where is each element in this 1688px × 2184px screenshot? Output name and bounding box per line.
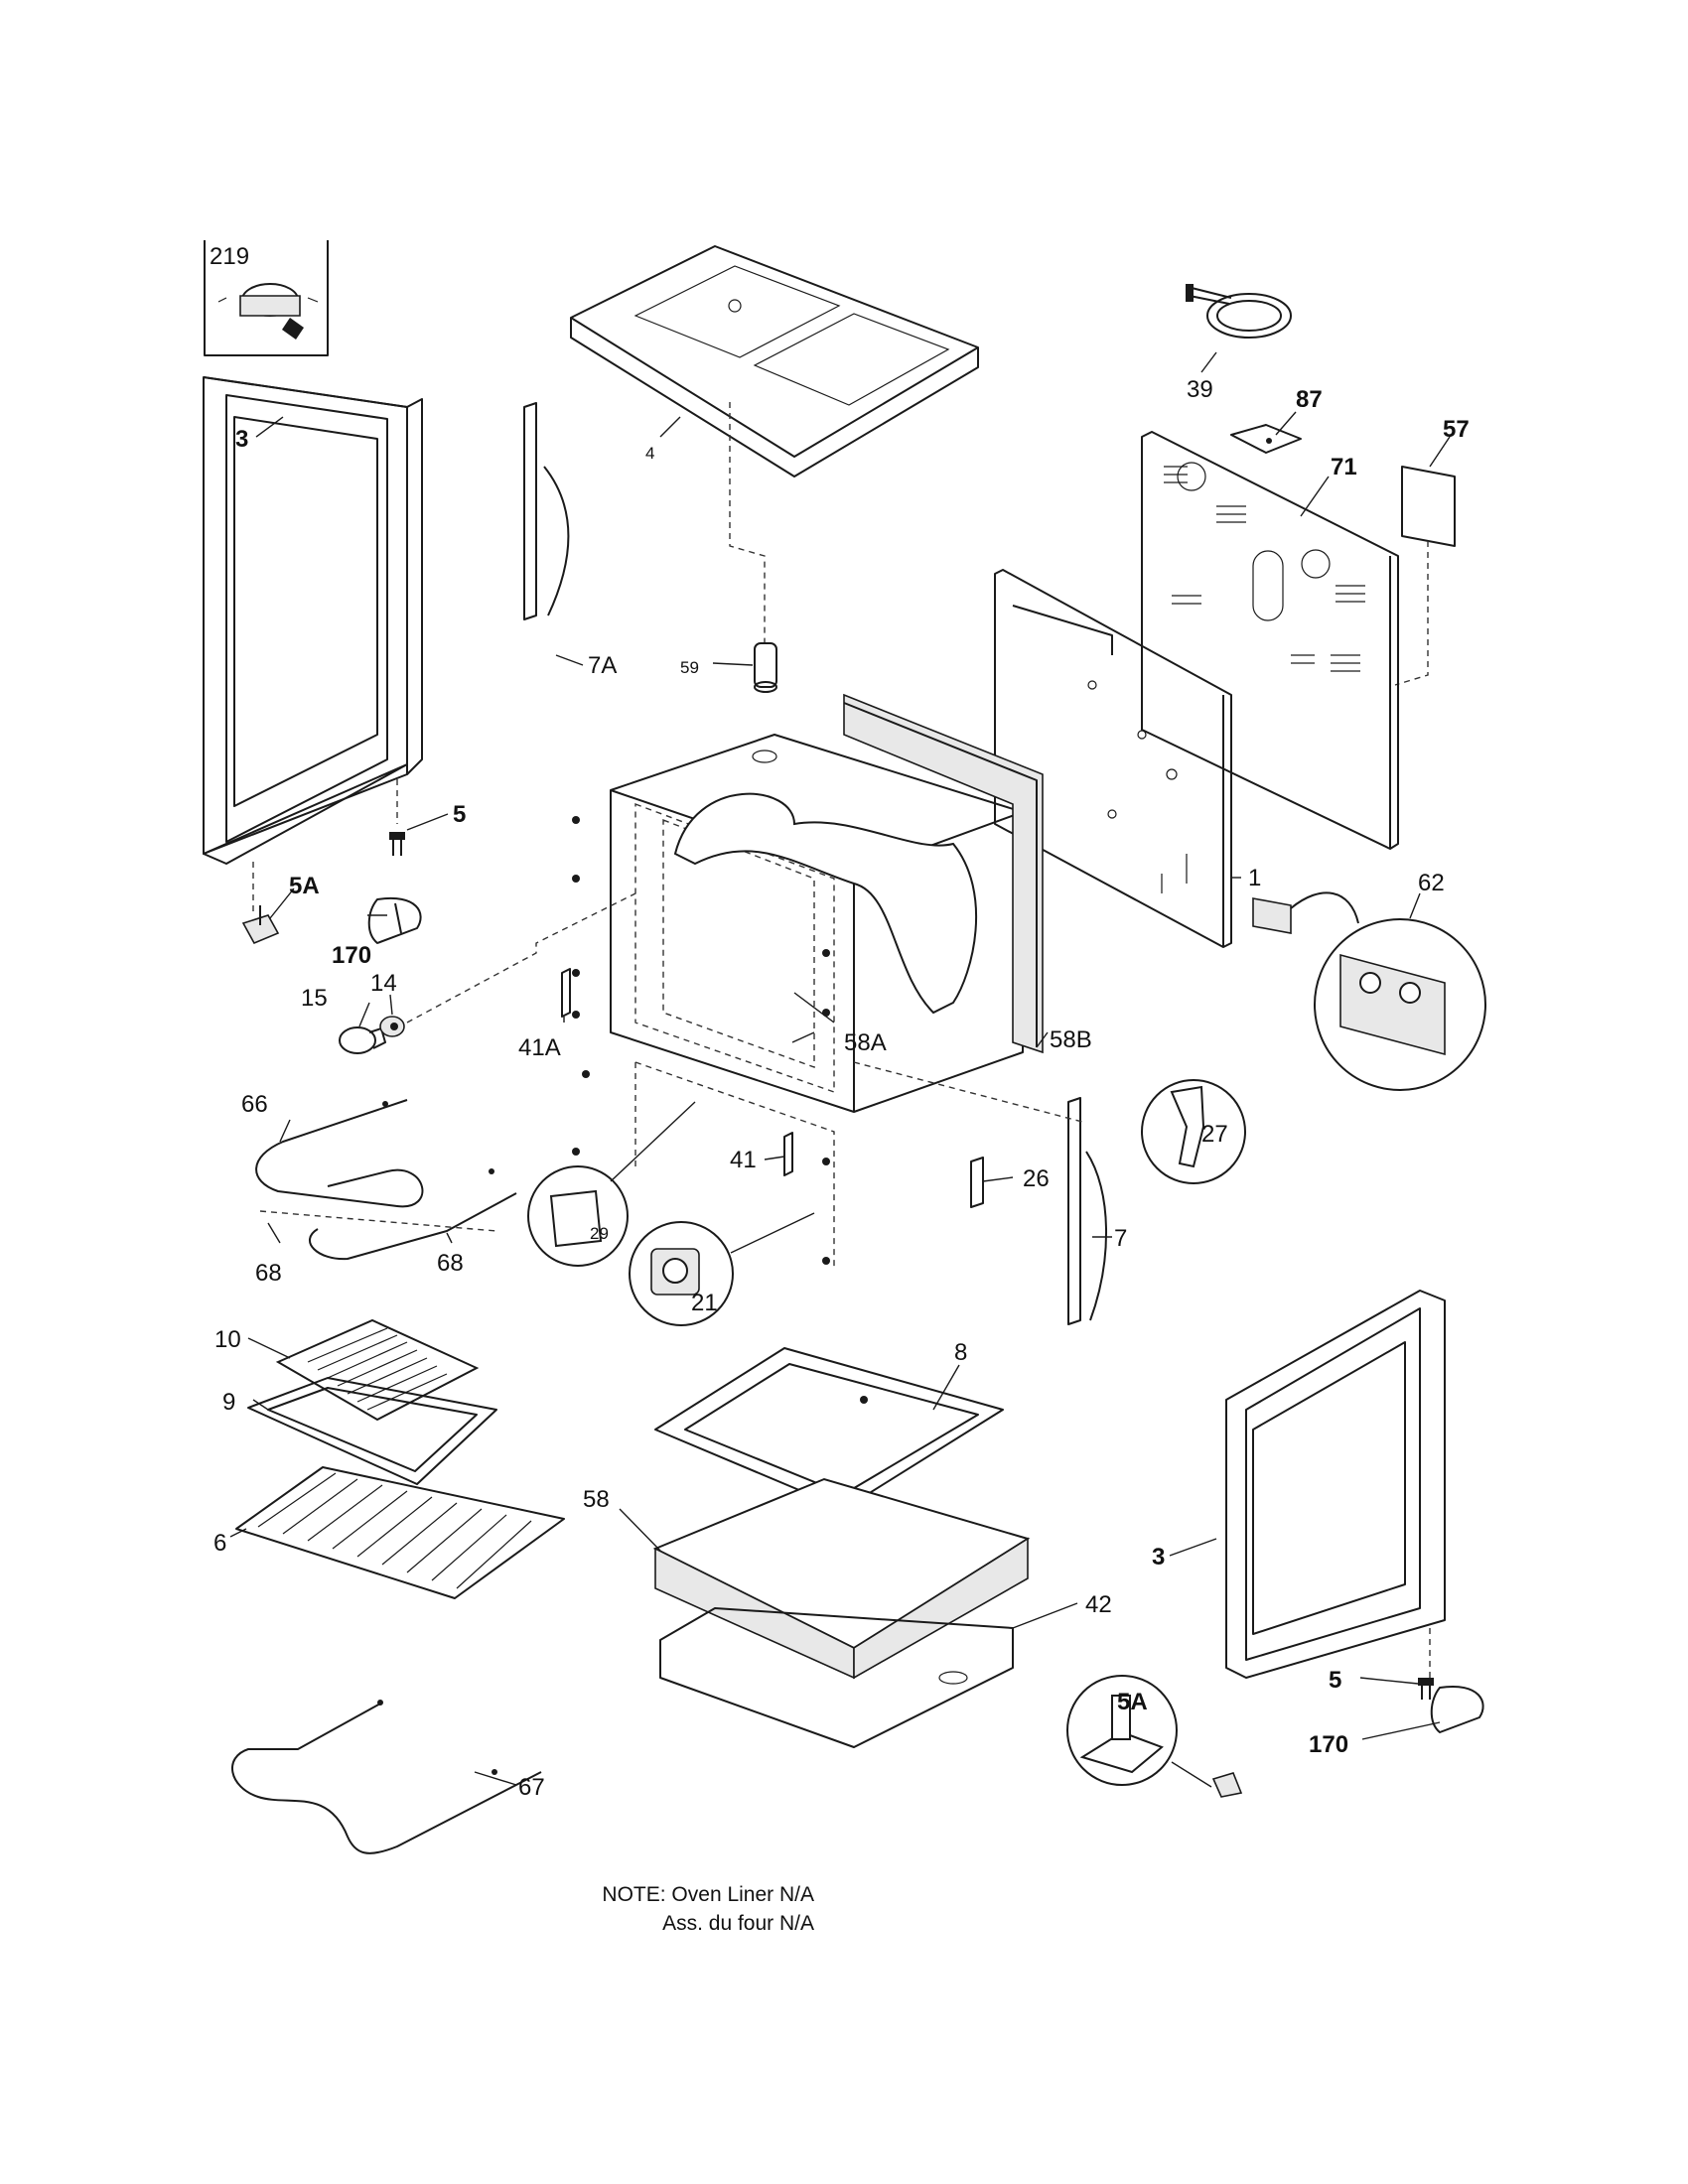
label-87: 87 — [1296, 386, 1323, 413]
label-5A-right: 5A — [1117, 1689, 1148, 1715]
part-87-bracket — [1230, 424, 1302, 454]
label-41A: 41A — [518, 1034, 561, 1061]
label-14: 14 — [370, 970, 397, 997]
note-line-english: NOTE: Oven Liner N/A — [602, 1883, 814, 1906]
label-68-right: 68 — [437, 1250, 464, 1277]
part-26-bracket — [970, 1157, 984, 1208]
leader-lines — [229, 351, 1451, 1786]
label-21: 21 — [691, 1290, 718, 1316]
label-26: 26 — [1023, 1165, 1050, 1192]
label-29: 29 — [590, 1224, 609, 1243]
part-219-thermostat — [204, 240, 329, 356]
part-5-screw-left — [389, 832, 405, 856]
part-4-top-panel — [570, 245, 979, 478]
label-3-left: 3 — [235, 426, 248, 453]
label-8: 8 — [954, 1339, 967, 1366]
label-5A-left: 5A — [289, 873, 320, 899]
part-57-cover-plate — [1401, 466, 1456, 547]
label-3-right: 3 — [1152, 1544, 1165, 1570]
part-6-oven-rack — [235, 1466, 565, 1599]
label-170-left: 170 — [332, 942, 371, 969]
callout-labels: 219 3 4 39 87 57 71 7A 59 5 5A 170 15 14… — [210, 243, 1470, 1801]
label-7: 7 — [1114, 1225, 1127, 1252]
part-10-broiler-pan-grid — [275, 1318, 480, 1422]
label-66: 66 — [241, 1091, 268, 1118]
label-10: 10 — [214, 1326, 241, 1353]
part-8-oven-bottom — [654, 1347, 1004, 1510]
cavity-screws — [572, 816, 830, 1265]
label-170-right: 170 — [1309, 1731, 1348, 1758]
label-59: 59 — [680, 658, 699, 677]
part-29-clip-detail — [527, 1101, 696, 1267]
label-57: 57 — [1443, 416, 1470, 443]
part-9-broiler-pan — [247, 1377, 497, 1485]
part-71-rear-panel — [1141, 431, 1399, 850]
label-1: 1 — [1248, 865, 1261, 891]
label-15: 15 — [301, 985, 328, 1012]
part-39-power-cord — [1186, 284, 1292, 339]
label-219: 219 — [210, 243, 249, 270]
label-58B: 58B — [1050, 1026, 1092, 1053]
label-4: 4 — [645, 444, 654, 463]
part-1-back-panel — [994, 569, 1232, 948]
part-41-bracket — [783, 1132, 793, 1176]
label-58A: 58A — [844, 1029, 887, 1056]
label-39: 39 — [1187, 376, 1213, 403]
part-7-door-hinge-receiver — [1067, 1097, 1107, 1325]
part-15-bulb — [339, 1026, 386, 1054]
part-5A-leveler-left — [241, 905, 280, 945]
note-line-french: Ass. du four N/A — [662, 1912, 814, 1935]
part-14-socket — [379, 1016, 405, 1037]
label-7A: 7A — [588, 652, 617, 679]
part-62-terminal-block — [1252, 891, 1486, 1091]
label-71: 71 — [1331, 454, 1357, 480]
part-3-door-frame-left — [203, 376, 423, 865]
label-62: 62 — [1418, 870, 1445, 896]
label-9: 9 — [222, 1389, 235, 1416]
label-27: 27 — [1201, 1121, 1228, 1148]
part-oven-cavity — [610, 734, 1024, 1271]
part-170-hinge-clip-left — [367, 896, 422, 944]
part-59-spacer — [754, 642, 777, 693]
label-6: 6 — [213, 1530, 226, 1557]
oven-liner-note: NOTE: Oven Liner N/A Ass. du four N/A — [0, 1880, 814, 1938]
label-5-right: 5 — [1329, 1667, 1341, 1694]
part-58A-58B-insulation — [673, 693, 1044, 1054]
part-170-hinge-clip-right — [1430, 1685, 1484, 1733]
part-41A-bracket — [561, 968, 571, 1018]
part-42-bottom-pan — [659, 1607, 1014, 1748]
part-27-clip-detail — [1141, 1079, 1246, 1184]
label-68-left: 68 — [255, 1260, 282, 1287]
part-21-bushing-detail — [629, 1212, 815, 1326]
label-5-left: 5 — [453, 801, 466, 828]
part-7A-door-hinge-receiver — [523, 402, 570, 620]
label-58: 58 — [583, 1486, 610, 1513]
part-3-door-frame-right — [1225, 1290, 1446, 1679]
part-5-screw-right — [1418, 1678, 1434, 1700]
label-42: 42 — [1085, 1591, 1112, 1618]
part-5A-leveler-right-detail — [1066, 1675, 1243, 1798]
part-67-bake-element — [231, 1700, 542, 1854]
part-66-broil-element — [255, 1099, 517, 1261]
part-58-insulation-block — [652, 1477, 1031, 1680]
label-41: 41 — [730, 1147, 757, 1173]
label-67: 67 — [518, 1774, 545, 1801]
